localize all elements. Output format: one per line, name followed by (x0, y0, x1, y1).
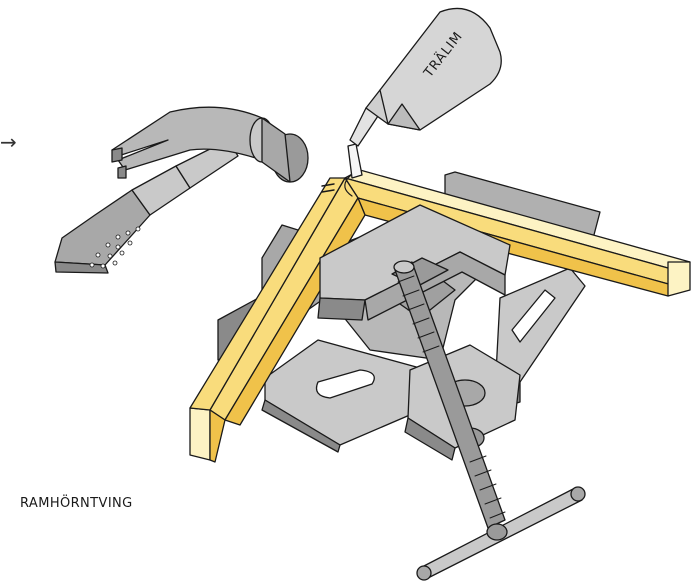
caption-label: RAMHÖRNTVING (20, 496, 133, 511)
glue-bottle-icon: TRÄLIM (322, 8, 501, 196)
